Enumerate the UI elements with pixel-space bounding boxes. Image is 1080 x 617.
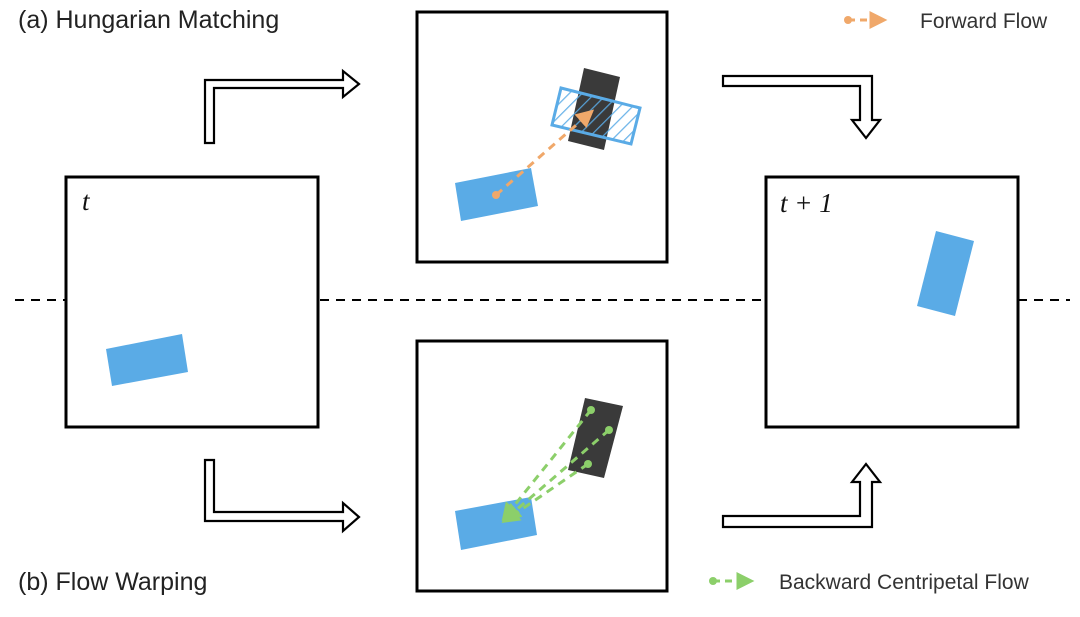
box-flow-warping — [415, 339, 669, 593]
frame-t-plus-1-label: t + 1 — [780, 188, 833, 218]
arrow-bottom-to-t1 — [721, 462, 883, 529]
object-frame-t-plus-1 — [917, 231, 974, 316]
legend-backward-marker — [709, 572, 755, 590]
frame-t-label: t — [82, 186, 90, 216]
arrow-top-to-t1 — [721, 74, 883, 140]
arrow-t-to-bottom — [203, 458, 361, 534]
object-frame-t — [106, 334, 188, 386]
backward-flow-arrows — [501, 406, 613, 524]
dark-object-bottom — [568, 398, 623, 478]
hatched-box-outline — [550, 86, 642, 146]
frame-t-plus-1 — [764, 175, 1020, 429]
forward-flow-origin — [492, 191, 500, 199]
caption-flow-warping: (b) Flow Warping — [18, 568, 208, 596]
legend-backward-flow-label: Backward Centripetal Flow — [779, 571, 1029, 594]
legend-forward-marker — [844, 11, 888, 29]
arrow-t-to-top — [203, 68, 361, 145]
frame-t — [64, 175, 320, 429]
forward-flow-arrow — [495, 109, 595, 197]
caption-hungarian-matching: (a) Hungarian Matching — [18, 6, 280, 34]
legend-forward-flow-label: Forward Flow — [920, 10, 1048, 33]
